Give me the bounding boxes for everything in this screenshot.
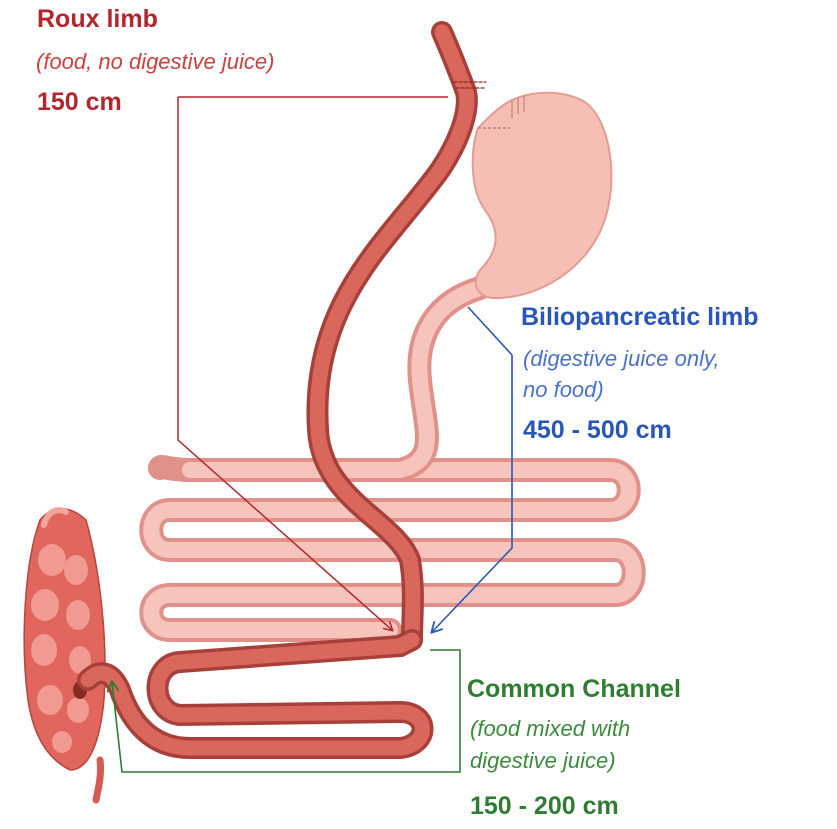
biliopancreatic-bowel-loops <box>151 288 634 630</box>
common-channel-title: Common Channel <box>467 675 681 704</box>
common-channel-description-line2: digestive juice) <box>470 747 616 775</box>
biliopancreatic-limb-length: 450 - 500 cm <box>523 416 672 445</box>
roux-limb-length: 150 cm <box>37 88 122 117</box>
roux-limb-title: Roux limb <box>37 5 158 34</box>
stomach <box>473 93 612 298</box>
common-channel-bowel <box>88 640 423 748</box>
common-channel-length: 150 - 200 cm <box>470 792 619 821</box>
common-channel-description-line1: (food mixed with <box>470 715 630 743</box>
colon <box>24 509 105 800</box>
roux-limb-description: (food, no digestive juice) <box>36 48 274 76</box>
biliopancreatic-limb-description-line1: (digestive juice only, <box>523 345 719 373</box>
biliopancreatic-limb-title: Biliopancreatic limb <box>521 303 759 332</box>
biliopancreatic-limb-description-line2: no food) <box>523 376 604 404</box>
